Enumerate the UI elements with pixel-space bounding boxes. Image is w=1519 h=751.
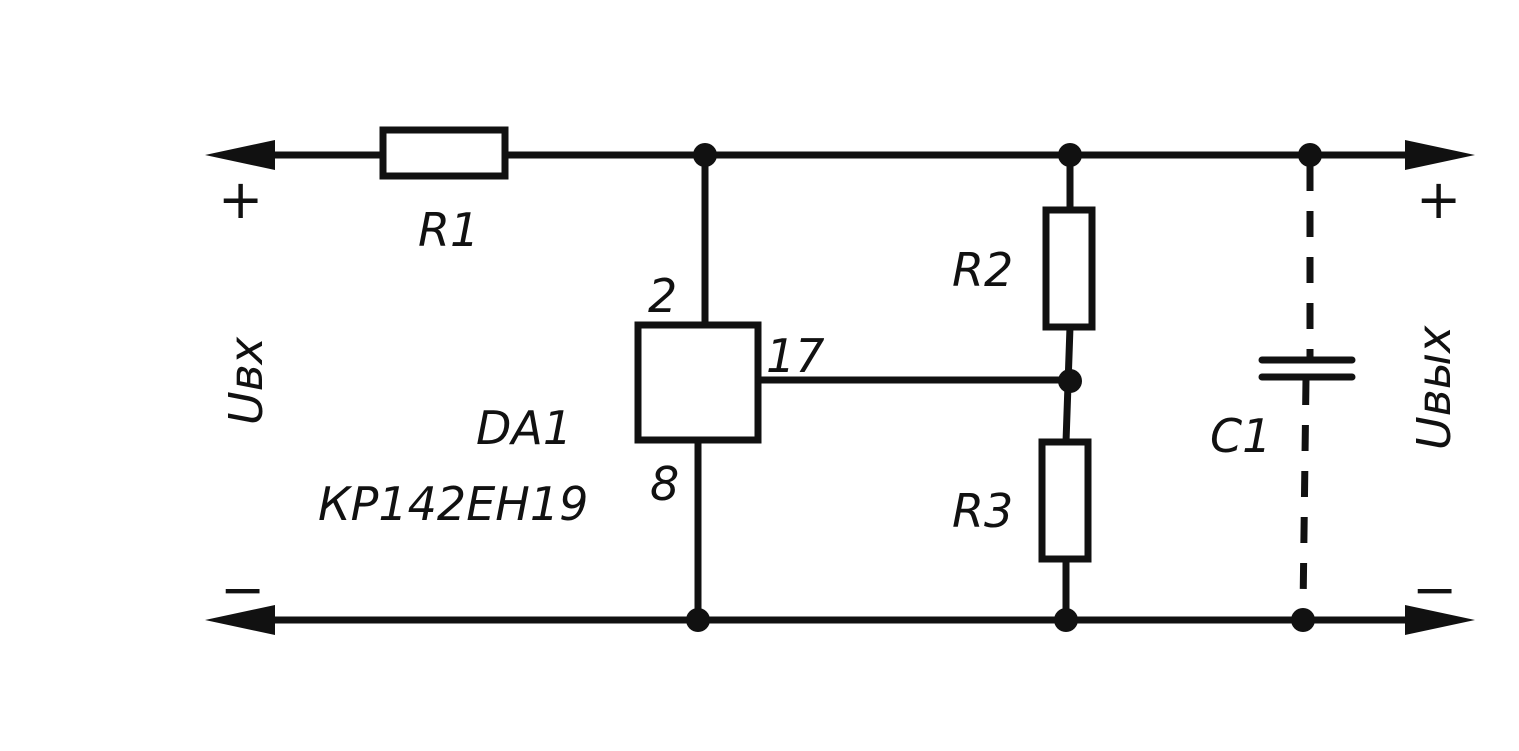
input-minus-arrow	[205, 605, 275, 635]
da1-ref-label: DA1	[476, 401, 572, 455]
output-minus-arrow	[1405, 605, 1475, 635]
junction-dot	[1058, 369, 1082, 393]
r3-resistor	[1038, 438, 1092, 563]
junction-dot	[1054, 608, 1078, 632]
da1-ic-body	[634, 321, 762, 444]
junction-dot	[686, 608, 710, 632]
r2-label: R2	[952, 243, 1013, 297]
c1-label: C1	[1210, 409, 1271, 463]
r3-label: R3	[952, 484, 1013, 538]
pin-2-label: 2	[648, 269, 677, 323]
r1-label: R1	[418, 203, 479, 257]
c1-lower-lead	[1299, 378, 1310, 611]
junction-dot	[1298, 143, 1322, 167]
output-minus-sign: −	[1412, 558, 1457, 621]
junction-dot	[1291, 608, 1315, 632]
junction-dot	[1058, 143, 1082, 167]
output-voltage-label: Uвых	[1407, 325, 1461, 450]
r1-resistor	[379, 126, 509, 180]
da1-part-label: КР142ЕН19	[318, 477, 588, 531]
input-plus-sign: +	[218, 168, 263, 231]
input-minus-sign: −	[220, 558, 265, 621]
junction-dot	[693, 143, 717, 167]
input-plus-arrow	[205, 140, 275, 170]
pin-8-label: 8	[650, 457, 679, 511]
pin-17-label: 17	[766, 329, 825, 383]
output-plus-arrow	[1405, 140, 1475, 170]
output-plus-sign: +	[1416, 168, 1461, 231]
r2-resistor	[1042, 206, 1096, 331]
input-voltage-label: Uвх	[219, 336, 273, 425]
